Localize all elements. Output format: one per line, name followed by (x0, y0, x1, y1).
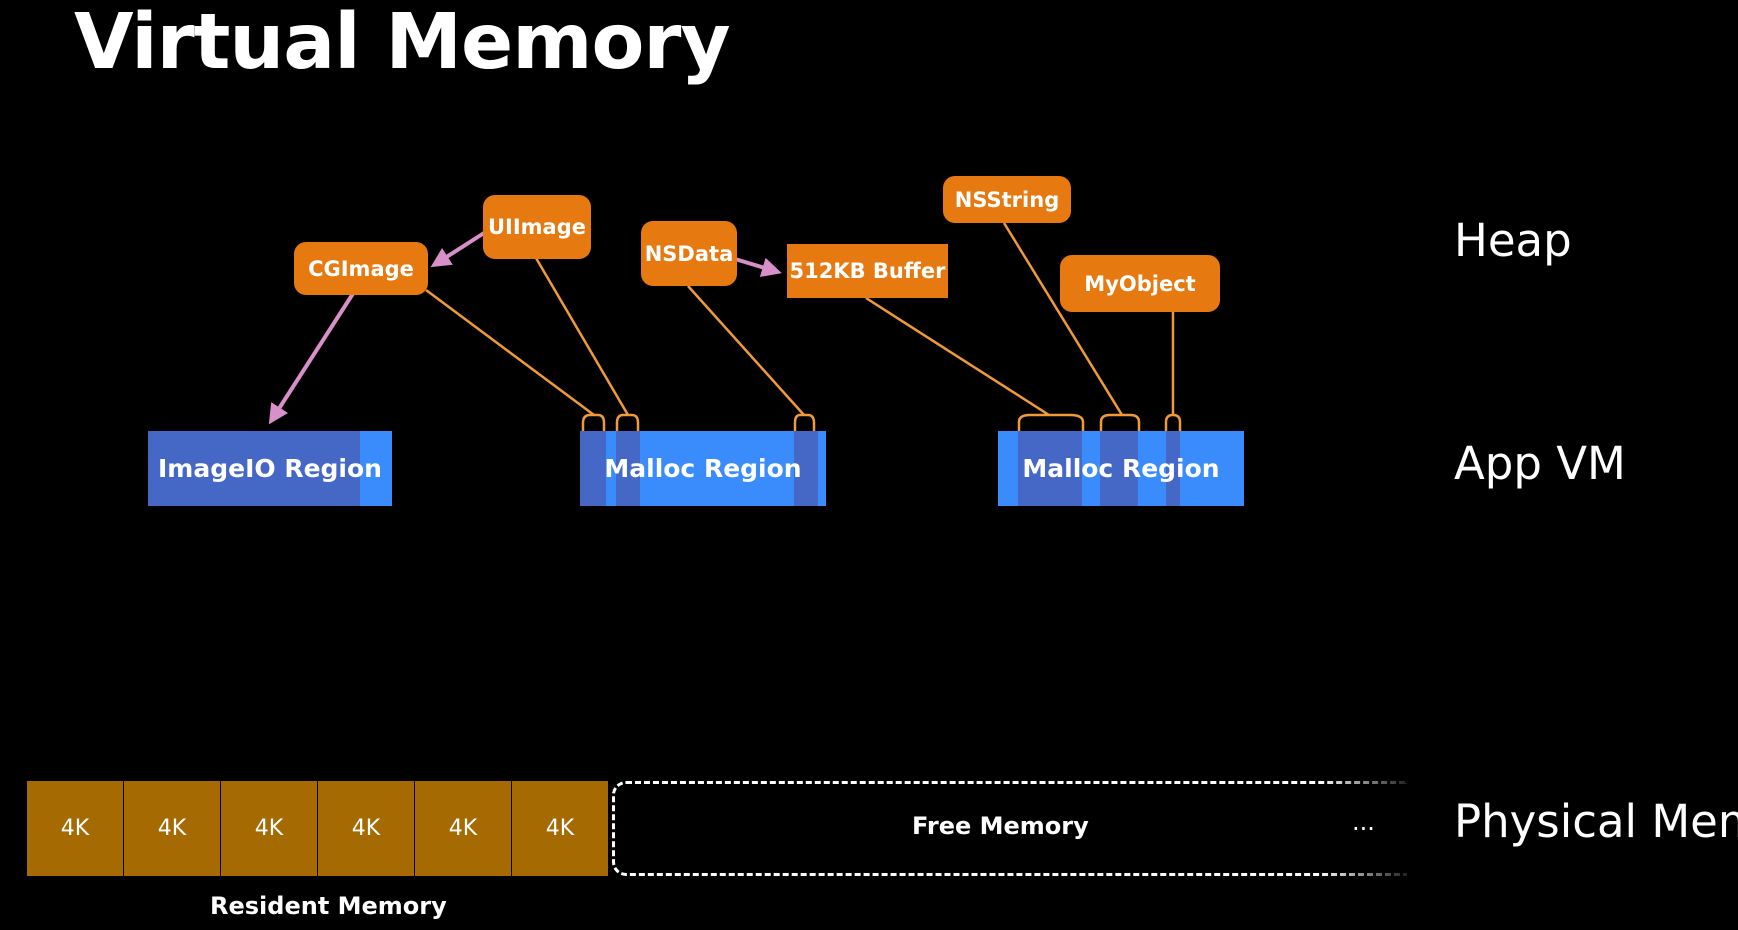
connector-uiimage-malloc (534, 257, 630, 416)
memory-page: 4K (415, 781, 511, 876)
allocated-block (1100, 431, 1138, 506)
vm-region-malloc-1: Malloc Region (580, 431, 826, 506)
memory-page: 4K (27, 781, 123, 876)
free-memory-box (612, 781, 1407, 876)
allocated-block (616, 431, 640, 506)
arrow-cgimage-imageio (268, 290, 356, 425)
allocation-brace (1099, 413, 1141, 431)
free-memory-fade (1320, 776, 1420, 882)
memory-page: 4K (512, 781, 608, 876)
region-label: Malloc Region (1022, 454, 1220, 483)
allocated-block (1166, 431, 1180, 506)
heap-object-uiimage: UIImage (483, 195, 591, 259)
layer-label-physical-mem: Physical Mem (1454, 795, 1738, 848)
heap-object-myobject: MyObject (1060, 255, 1220, 312)
connector-nsdata-malloc (687, 285, 805, 416)
allocated-block (1018, 431, 1082, 506)
heap-object-512kb-buffer: 512KB Buffer (787, 244, 948, 298)
vm-region-imageio: ImageIO Region (148, 431, 392, 506)
layer-label-app-vm: App VM (1454, 437, 1626, 490)
heap-object-nsstring: NSString (943, 176, 1071, 223)
allocated-block (794, 431, 818, 506)
allocation-brace (793, 413, 816, 431)
slide-title: Virtual Memory (74, 0, 731, 87)
connector-nsstring-malloc (1002, 222, 1124, 416)
arrow-uiimage-cgimage (430, 231, 486, 268)
connector-buffer-malloc (865, 296, 1050, 417)
memory-page: 4K (221, 781, 317, 876)
region-label: ImageIO Region (158, 454, 382, 483)
arrow-nsdata-buffer (734, 257, 782, 277)
allocation-brace (1164, 413, 1182, 431)
allocated-block (148, 431, 360, 506)
region-label: Malloc Region (604, 454, 802, 483)
allocation-brace (615, 413, 640, 431)
resident-memory-label: Resident Memory (210, 892, 447, 920)
vm-region-malloc-2: Malloc Region (998, 431, 1244, 506)
memory-page: 4K (318, 781, 414, 876)
memory-page: 4K (124, 781, 220, 876)
free-memory-label: Free Memory (912, 812, 1089, 840)
allocation-brace (581, 413, 606, 431)
more-pages-ellipsis: ... (1352, 808, 1375, 836)
heap-object-cgimage: CGImage (294, 242, 428, 295)
allocation-brace (1017, 413, 1085, 431)
allocated-block (580, 431, 606, 506)
heap-object-nsdata: NSData (641, 221, 737, 286)
connector-cgimage-malloc (425, 288, 595, 417)
layer-label-heap: Heap (1454, 214, 1572, 267)
